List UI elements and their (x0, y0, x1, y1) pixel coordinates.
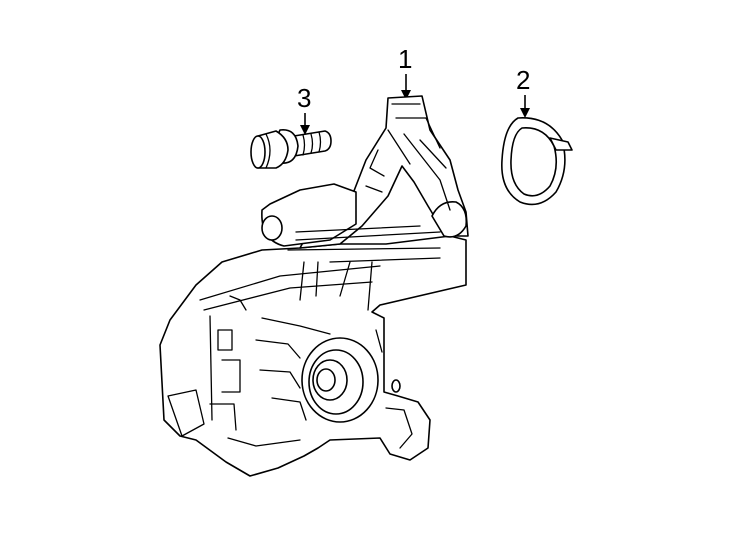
callout-2[interactable]: 2 (516, 65, 530, 118)
bolt-threads (302, 131, 322, 156)
bracket-ribs (365, 103, 451, 211)
small-fitting (391, 379, 401, 393)
body-vertical-ribs (299, 261, 373, 311)
callout-1-number: 1 (398, 44, 412, 74)
body-foot (167, 389, 205, 437)
bracket-crossbars (287, 225, 441, 263)
seal-ring-tab (549, 137, 573, 151)
bolt-part[interactable] (250, 129, 332, 169)
hub-surround-details (255, 317, 383, 421)
callout-1-arrow (401, 90, 411, 100)
bolt-head-face (250, 135, 266, 169)
callout-2-arrow (520, 108, 530, 118)
callout-3-arrow (300, 125, 310, 135)
callout-3[interactable]: 3 (297, 83, 311, 135)
pump-housing-part[interactable] (159, 95, 469, 477)
body-left-details (209, 315, 301, 447)
housing-knuckle (431, 200, 468, 238)
outlet-port (385, 407, 413, 449)
callout-3-number: 3 (297, 83, 311, 113)
callout-1[interactable]: 1 (398, 44, 412, 100)
pump-shaft (316, 368, 336, 392)
callout-2-number: 2 (516, 65, 530, 95)
boss-hole (261, 215, 283, 241)
body-top-edges (199, 265, 381, 311)
bolt-head-edge (265, 133, 271, 169)
seal-ring-part[interactable] (501, 117, 573, 206)
